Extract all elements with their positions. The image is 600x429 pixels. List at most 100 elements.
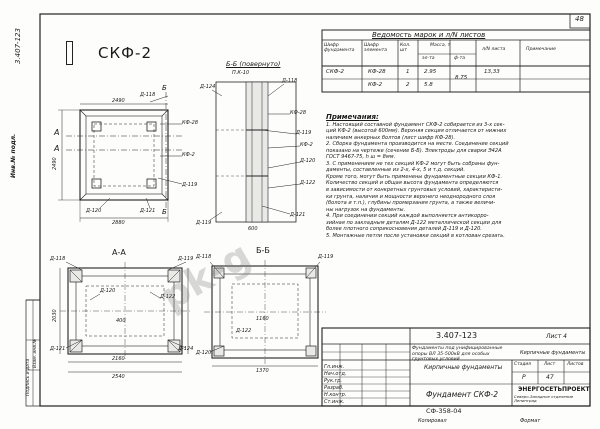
note-line: 4. При соединении секций каждой выполняе… <box>326 213 489 220</box>
note-line: ций КФ-2 (высотой 600мм). Верхняя секция… <box>326 128 507 135</box>
row1-c1: КФ-2 <box>368 82 383 88</box>
section-aa <box>59 261 190 373</box>
dim-2540-aa: 2540 <box>112 374 125 380</box>
lbl-d119-aa: Д-119 <box>178 256 194 262</box>
note-line: даменты, составленные из 2-х, 4-х, 5 и т… <box>326 167 465 174</box>
dim-600: 600 <box>248 226 258 232</box>
lbl-d121-bb: Д-121 <box>290 212 306 218</box>
marks-table <box>321 29 591 93</box>
row1-c4: 8.75 <box>455 75 468 81</box>
row1-c3: 5.8 <box>424 82 433 88</box>
note-line: (болота и т.п.), глубины промерзания гру… <box>326 200 496 207</box>
notes-block: Примечания: 1. Настоящий составной фунда… <box>326 114 588 239</box>
corner-number: 48 <box>575 15 584 23</box>
section-bb-title: Б-Б <box>256 246 270 255</box>
side-text-2: Взам. инв.№ <box>33 338 38 368</box>
format-label: Формат <box>520 418 541 424</box>
tb-project: Фундаменты под унифицированные опоры ВЛ … <box>412 346 503 362</box>
dim-400-aa: 400 <box>116 318 126 324</box>
drawing-title: СКФ-2 <box>98 44 152 62</box>
tb-role: Рук.гр. <box>324 378 342 384</box>
copy-label: Копировал <box>418 418 447 424</box>
note-line: наличием анкерных болтов (лист шифр КФ-2… <box>326 134 456 141</box>
table-title: Ведомость марок и л/N листов <box>372 31 486 39</box>
lbl-d119-plan: Д-119 <box>182 182 198 188</box>
row0-c2: 1 <box>406 69 410 75</box>
tb-role: Гл.инж. <box>324 364 345 370</box>
side-note: Инв.№ подл. <box>10 133 17 178</box>
row0-c5: 13,33 <box>484 69 500 75</box>
note-line: Кроме того, могут быть применены фундаме… <box>326 173 503 180</box>
note-line: 5. Монтажные петли после установки секци… <box>326 232 505 239</box>
sheet-border <box>39 13 591 407</box>
tb-stage: Р <box>522 374 526 381</box>
note-line: 1. Настоящий составной фундамент СКФ-2 с… <box>326 121 505 128</box>
dim-2160: 2160 <box>112 356 125 362</box>
lbl-d118-plan: Д-118 <box>140 92 156 98</box>
tb-drawing: Фундамент СКФ-2 <box>426 390 499 399</box>
lbl-kf2-bb: КФ-2 <box>300 142 313 148</box>
lbl-d121-aa: Д-121 <box>50 346 66 352</box>
format-code: СФ-358-04 <box>426 407 462 415</box>
section-bb <box>204 260 326 367</box>
section-bb-rotated <box>209 81 301 223</box>
lbl-kf2-plan: КФ-2 <box>182 152 195 158</box>
plan-view <box>58 92 183 222</box>
lbl-d118-bb: Д-118 <box>282 78 298 84</box>
dim-2030-aa: 2030 <box>52 309 58 322</box>
side-code: 3.407-123 <box>14 28 22 64</box>
lbl-d122-bb: Д-122 <box>300 180 316 186</box>
tb-section-r: Кирпичные фундаменты <box>520 350 586 356</box>
section-bb-rotated-title: Б-Б (повернуто) <box>226 60 281 68</box>
note-line: ки грунта, наличия и мощности верхнего н… <box>326 193 496 200</box>
dim-1370: 1370 <box>256 368 269 374</box>
tb-role: Н.контр. <box>324 392 347 398</box>
note-line: Количество секций и общая высота фундаме… <box>326 180 499 187</box>
title-frame-mark <box>66 41 73 65</box>
dim-2490-top: 2490 <box>112 98 125 104</box>
dim-2490-side: 2490 <box>52 157 58 170</box>
tb-role: Ст.инж. <box>324 399 345 405</box>
lbl-d121-plan: Д-121 <box>140 208 156 214</box>
side-text: Подпись и дата <box>26 358 31 396</box>
note-line: ны нагрузок на фундаменты. <box>326 206 406 213</box>
row1-c2: 2 <box>406 82 410 88</box>
lbl-d124-aa: Д-124 <box>178 346 194 352</box>
lbl-d119-bb2: Д-119 <box>318 254 334 260</box>
lbl-d119-bb-low: Д-119 <box>196 220 212 226</box>
tb-col-sheets: Листов <box>567 362 584 367</box>
scale-note: П.К-10 <box>232 70 250 76</box>
mark-b-top: Б <box>162 84 167 92</box>
th-2: Кол. шт <box>400 43 411 53</box>
note-line: более плотного соприкосновения деталей Д… <box>326 226 482 233</box>
lbl-kf28-plan: КФ-28 <box>182 120 199 126</box>
lbl-d118-bb2: Д-118 <box>196 254 212 260</box>
note-line: показано на чертеже (сечение Б-Б). Элект… <box>326 147 502 154</box>
tb-col-sheet: Лист <box>544 362 556 367</box>
tb-role: Разраб. <box>324 385 344 391</box>
corner-box <box>569 13 591 29</box>
note-line: 2. Сборка фундамента производится на мес… <box>326 141 509 148</box>
lbl-d120-aa: Д-120 <box>100 288 116 294</box>
lbl-d118-aa: Д-118 <box>50 256 66 262</box>
tb-section: Кирпичные фундаменты <box>424 364 503 371</box>
row0-c3: 2.95 <box>424 69 437 75</box>
th-4: л/N листа <box>482 47 506 52</box>
tb-col-stage: Стадия <box>514 362 531 367</box>
row0-c0: СКФ-2 <box>326 69 344 75</box>
lbl-d120-bb: Д-120 <box>300 158 316 164</box>
lbl-d120-plan: Д-120 <box>86 208 102 214</box>
tb-sheet: 47 <box>546 374 554 381</box>
dim-1160: 1160 <box>256 316 269 322</box>
lbl-kf28-bb: КФ-28 <box>290 110 307 116</box>
mark-b-bottom: Б <box>162 208 167 216</box>
th-1: Шифр элемента <box>364 43 388 53</box>
note-line: 3. С применением не тех секций КФ-2 могу… <box>326 160 500 167</box>
lbl-d122-aa: Д-122 <box>160 294 176 300</box>
tb-org: ЭНЕРГОСЕТЬПРОЕКТ <box>518 386 590 393</box>
lbl-d122-bb2: Д-122 <box>236 328 252 334</box>
note-line: зийная по закладным деталям Д-122 металл… <box>326 219 502 226</box>
section-aa-title: А-А <box>112 248 126 257</box>
lbl-d120-bb2: Д-120 <box>196 350 212 356</box>
